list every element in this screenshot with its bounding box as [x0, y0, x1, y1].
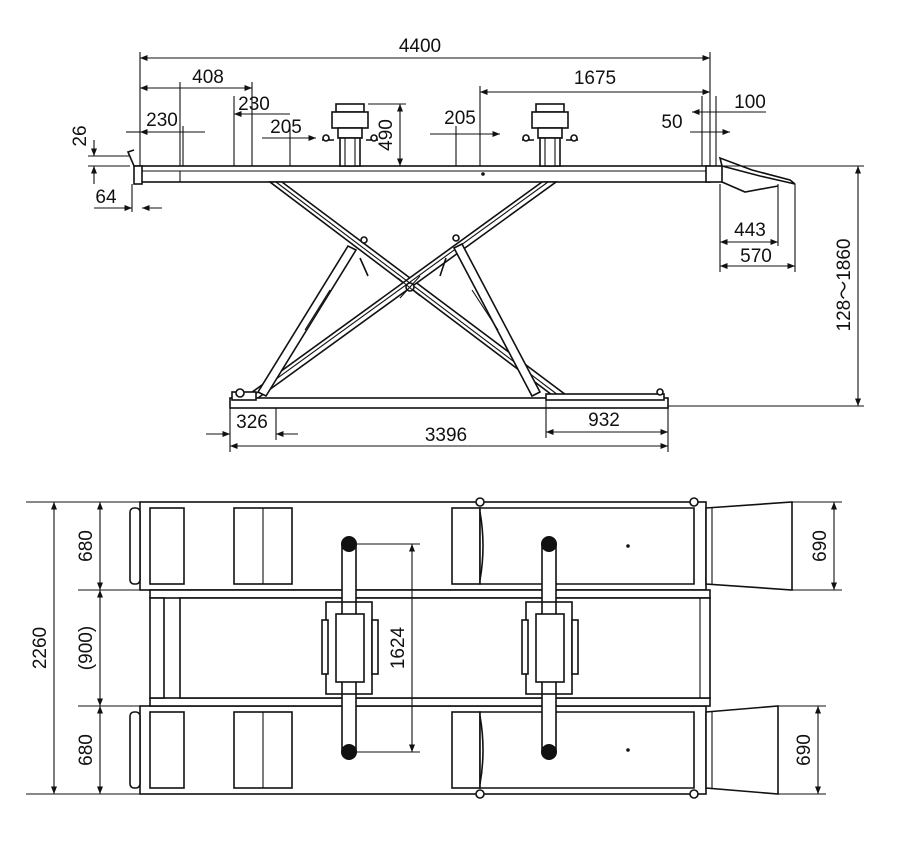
jacking-beam-plan-right [521, 536, 579, 760]
dim-label-205-right: 205 [444, 108, 476, 129]
dim-label-680-bottom: 680 [76, 734, 97, 766]
dim-label-408: 408 [192, 67, 224, 88]
dim-height-range: 128～1860 [668, 165, 864, 407]
dim-label-326: 326 [236, 412, 268, 433]
dim-label-230-left: 230 [146, 110, 178, 131]
dim-690: 690 690 [778, 501, 842, 795]
dim-490: 490 [368, 103, 406, 166]
deck-plates-bottom [149, 711, 695, 789]
dim-4400: 4400 [139, 36, 711, 166]
dim-label-2260: 2260 [30, 627, 51, 669]
dim-3396: 3396 [230, 408, 669, 452]
dim-2260: 2260 [26, 501, 140, 795]
jacking-beam-left [322, 103, 378, 167]
dim-label-100: 100 [734, 92, 766, 113]
dim-label-1675: 1675 [574, 68, 616, 89]
dim-label-900: (900) [76, 626, 97, 670]
dim-26-64: 26 64 [70, 125, 162, 212]
plan-view: 2260 680 (900) 680 1624 690 [26, 497, 842, 799]
platform-deck [139, 165, 711, 183]
dim-label-680-top: 680 [76, 530, 97, 562]
dim-1624: 1624 [356, 543, 420, 753]
approach-ramps-plan [475, 497, 793, 799]
deck-plates-top [149, 507, 695, 585]
dim-680-900-680: 680 (900) 680 [76, 502, 150, 794]
dim-205-left: 205 [262, 117, 316, 166]
right-approach-ramp [718, 156, 796, 193]
left-stop-bracket [126, 149, 143, 185]
dim-label-230-mid: 230 [238, 94, 270, 115]
base-frame [229, 388, 669, 409]
side-elevation-view: 4400 408 1675 230 230 [70, 36, 864, 452]
dim-label-690-top: 690 [810, 530, 831, 562]
dim-443-570: 443 570 [719, 184, 796, 272]
dim-label-3396: 3396 [425, 425, 467, 446]
dim-50-100: 100 50 [661, 92, 766, 166]
dim-label-1624: 1624 [388, 626, 409, 669]
dim-label-490: 490 [376, 119, 397, 151]
dim-label-205-left: 205 [270, 117, 302, 138]
scissor-mechanism [241, 181, 573, 399]
wheel-stops-left [129, 507, 141, 789]
dim-label-570: 570 [740, 246, 772, 267]
dim-1675: 1675 [479, 68, 710, 166]
jacking-beam-plan-left [321, 536, 379, 760]
dim-label-64: 64 [95, 187, 117, 208]
dim-label-443: 443 [734, 220, 766, 241]
jacking-beam-right [522, 103, 578, 167]
dim-408: 408 [140, 67, 253, 166]
dim-label-height-range: 128～1860 [834, 239, 855, 332]
dim-932: 932 [545, 400, 668, 438]
dim-326: 326 [206, 408, 298, 452]
dim-205-right: 205 [430, 108, 500, 166]
dim-label-690-bottom: 690 [794, 734, 815, 766]
dim-label-26: 26 [70, 125, 91, 146]
dim-label-932: 932 [588, 410, 620, 431]
dim-230-left: 230 [126, 110, 205, 166]
dim-label-4400: 4400 [399, 36, 441, 57]
dim-label-50: 50 [661, 112, 682, 133]
dim-230-mid: 230 [233, 94, 290, 166]
